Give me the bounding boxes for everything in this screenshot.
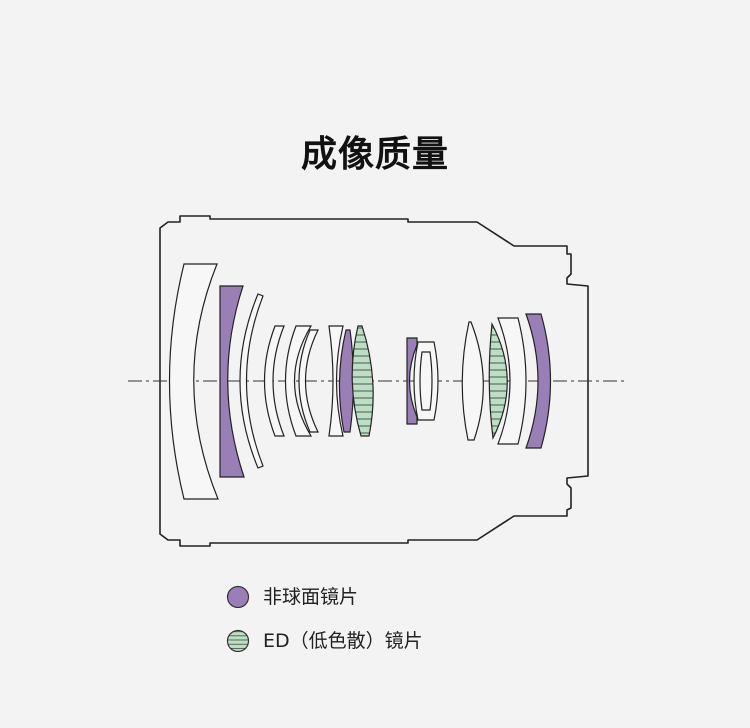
aspherical-swatch-icon	[226, 585, 250, 608]
lens-element-7	[328, 325, 344, 437]
aspherical-lens-1	[219, 285, 245, 478]
aspherical-lens-4	[525, 313, 552, 449]
ed-lens-1	[351, 325, 374, 437]
ed-swatch-icon	[226, 629, 250, 652]
lens-element-4	[263, 325, 285, 437]
lens-element-12	[419, 351, 433, 411]
lens-element-3	[239, 293, 264, 469]
lens-element-5	[284, 325, 313, 437]
page-title: 成像质量	[300, 134, 449, 176]
aspherical-lens-2	[338, 329, 355, 433]
lens-barrel-outline	[159, 215, 589, 547]
lens-element-13	[461, 321, 484, 441]
lens-element-1	[168, 263, 219, 500]
legend-label-ed: ED（低色散）镜片	[263, 630, 423, 652]
ed-lens-2	[488, 321, 508, 441]
legend-label-aspherical: 非球面镜片	[263, 586, 359, 608]
lens-element-15	[497, 317, 527, 445]
lens-element-6	[298, 329, 319, 433]
